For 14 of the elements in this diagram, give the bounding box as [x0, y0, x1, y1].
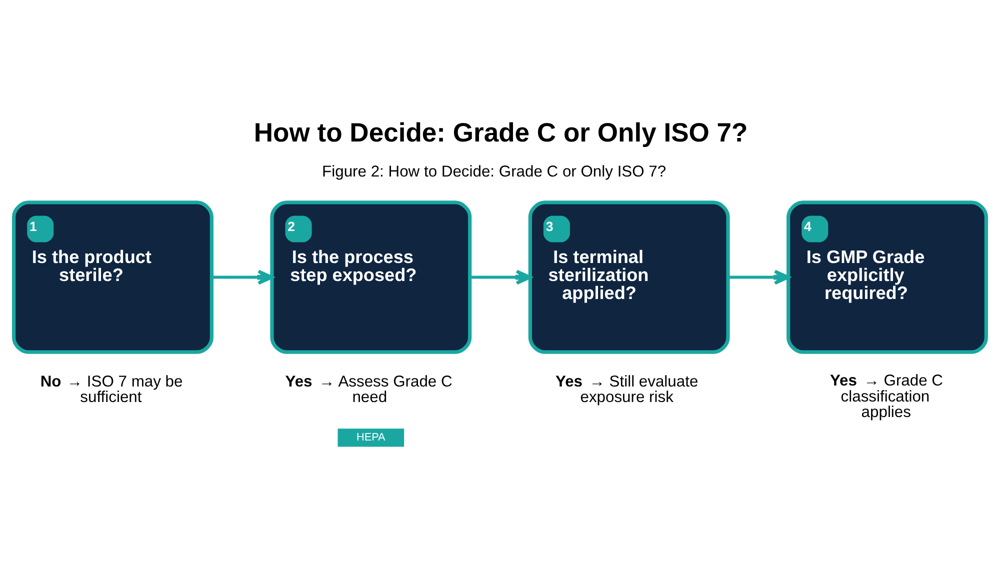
node-box: 1 Is the product sterile? — [12, 200, 214, 354]
node-label: Yes → Grade C classification applies — [830, 372, 943, 421]
arrow — [212, 269, 274, 284]
node-label: Yes → Assess Grade C need — [285, 372, 452, 406]
label: HEPA — [356, 430, 386, 443]
diagram-title: How to Decide: Grade C or Only ISO 7? — [254, 117, 748, 148]
node-box: 4 Is GMP Grade explicitly required? — [786, 200, 988, 354]
arrow — [470, 269, 532, 284]
node-label: No → ISO 7 may be sufficient — [40, 372, 183, 406]
node-label: Yes → Still evaluate exposure risk — [555, 372, 698, 406]
arrow — [728, 269, 790, 284]
node-box: 2 Is the process step exposed? — [270, 200, 472, 354]
caption: Figure 2: How to Decide: Grade C or Only ISO 7? — [322, 162, 666, 180]
node-box: 3 Is terminal sterilization applied? — [528, 200, 730, 354]
